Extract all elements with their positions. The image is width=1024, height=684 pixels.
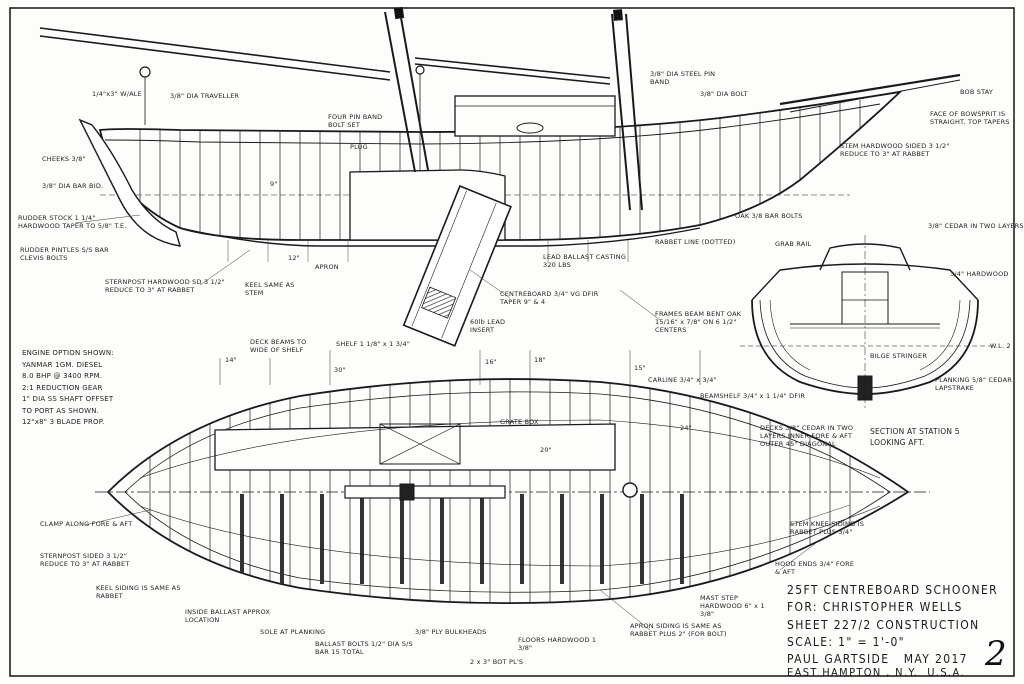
dimension-text: 16" [485,358,497,366]
section-label: GRAB RAIL [775,240,812,248]
profile-label: 3/8" DIA TRAVELLER [170,92,240,100]
plan-outline [106,378,910,605]
profile-label: LEAD BALLAST CASTING 320 LBS [543,253,627,269]
profile-label: RUDDER STOCK 1 1/4" HARDWOOD TAPER TO 5/… [18,214,127,230]
plan-label: BALLAST BOLTS 1/2" DIA S/S BAR 15 TOTAL [315,640,413,656]
sheet-number: 2 [985,634,1007,674]
title-line-4: SCALE: 1" = 1'-0" [787,635,905,649]
plan-label: STERNPOST SIDED 3 1/2" REDUCE TO 3" AT R… [40,552,130,568]
section-label: 3/8" CEDAR IN TWO LAYERS [928,222,1024,230]
plan-label: GRATE BOX [500,418,539,426]
title-line-3: SHEET 227/2 CONSTRUCTION [787,618,980,632]
plan-label: APRON SIDING IS SAME AS RABBET PLUS 2" (… [630,622,727,638]
profile-label: RABBET LINE (DOTTED) [655,238,736,246]
profile-label: RUDDER PINTLES S/S BAR CLEVIS BOLTS [20,246,109,262]
plan-label: CARLINE 3/4" x 3/4" [648,376,717,384]
plan-label: BEAMSHELF 3/4" x 1 1/4" DFIR [700,392,806,400]
plan-label: CLAMP ALONG FORE & AFT [40,520,133,528]
plan-label: HOOD ENDS 3/4" FORE & AFT [775,560,855,576]
engine-note: ENGINE OPTION SHOWN: YANMAR 1GM. DIESEL … [22,349,114,426]
profile-label: FOUR PIN BAND BOLT SET [328,113,383,129]
cabin-trunk [454,95,616,137]
section-caption: SECTION AT STATION 5 LOOKING AFT. [870,427,960,447]
profile-label: STERNPOST HARDWOOD SD 3 1/2" REDUCE TO 3… [105,278,225,294]
profile-label: CENTREBOARD 3/4" VG DFIR TAPER 9" & 4 [500,290,599,306]
sheet-border [9,7,1015,677]
section-view [740,235,995,410]
dimension-text: 24" [680,424,692,432]
keel [179,227,701,247]
section-label: PLANKING 5/8" CEDAR LAPSTRAKE [935,376,1012,392]
title-line-5: PAUL GARTSIDE MAY 2017 [787,652,968,666]
section-label: 3/4" HARDWOOD [950,270,1009,278]
rudder [78,118,181,247]
masts [384,11,643,211]
dimension-text: 9" [270,180,278,188]
profile-label: OAK 3/8 BAR BOLTS [735,212,803,220]
dimension-text: 14" [225,356,237,364]
plan-hatch [379,423,461,465]
profile-label: STEM HARDWOOD SIDED 3 1/2" REDUCE TO 3" … [840,142,950,158]
section-label: W.L. 2 [990,342,1011,350]
profile-label: PLUG [350,143,368,151]
plan-label: SOLE AT PLANKING [260,628,326,636]
plan-label: MAST STEP HARDWOOD 6" x 1 3/8" [700,594,765,618]
title-line-1: 25FT CENTREBOARD SCHOONER [787,583,999,597]
leader-lines [74,214,851,631]
plan-label: 2 x 3" BOT PL'S [470,658,524,666]
dimension-text: 18" [534,356,546,364]
section-label: BILGE STRINGER [870,352,928,360]
profile-label: 60lb LEAD INSERT [470,318,506,334]
centreboard [402,185,512,347]
section-cabin [819,243,911,271]
plan-label: FLOORS HARDWOOD 1 3/8" [518,636,597,652]
profile-label: 3/8" DIA BOLT [700,90,748,98]
profile-label: KEEL SAME AS STEM [245,281,295,297]
portlight [516,122,544,134]
profile-label: BOB STAY [960,88,994,96]
plan-label: DECK BEAMS TO WIDE OF SHELF [250,338,307,354]
spars [39,27,611,85]
dimension-text: 15" [634,364,646,372]
dimension-text: 20" [540,446,552,454]
plan-cabin [214,423,616,471]
plan-label: DECKS 3/8" CEDAR IN TWO LAYERS INNER FOR… [760,424,854,448]
dimension-text: 30" [334,366,346,374]
profile-label: FRAMES BEAM BENT OAK 15/16" x 7/8" ON 6 … [655,310,742,334]
plan-label: INSIDE BALLAST APPROX LOCATION [185,608,271,624]
profile-label: 1/4"x3" W/ALE [92,90,142,98]
plan-label: SHELF 1 1/8" x 1 3/4" [336,340,411,348]
profile-label: CHEEKS 3/8" [42,155,86,163]
profile-label: 3/8" DIA BAR BID. [42,182,104,190]
profile-label: APRON [315,263,339,271]
title-line-6: EAST HAMPTON , N.Y. U.S.A. [787,666,965,679]
bowsprit [779,73,961,106]
title-line-2: FOR: CHRISTOPHER WELLS [787,600,963,614]
plan-label: STEM KNEE SIDING IS RABBET PLUS 3/4" [790,520,865,536]
plan-label: 3/8" PLY BULKHEADS [415,628,487,636]
dimension-text: 12" [288,254,300,262]
dimension-lines [219,350,701,385]
profile-label: 3/8" DIA STEEL PIN BAND [650,70,716,86]
profile-label: FACE OF BOWSPRIT IS STRAIGHT. TOP TAPERS [930,110,1010,126]
plan-label: KEEL SIDING IS SAME AS RABBET [96,584,181,600]
